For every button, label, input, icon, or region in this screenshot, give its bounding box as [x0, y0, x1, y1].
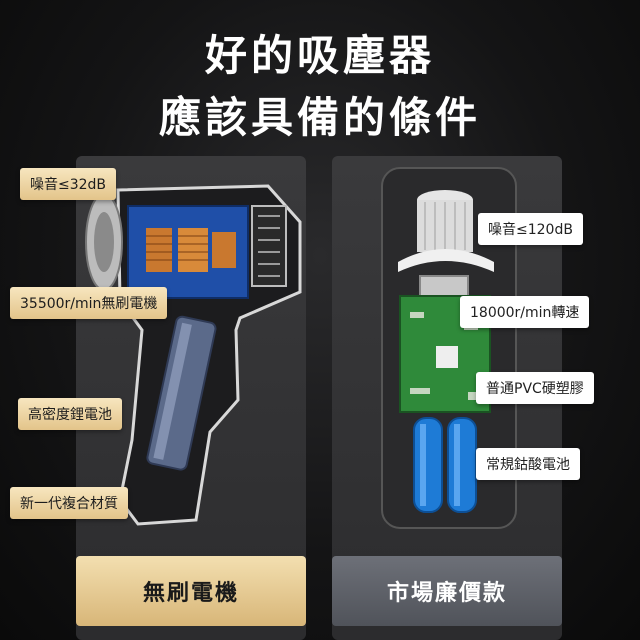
copper-coil: [146, 228, 172, 272]
lithium-battery-pack: [146, 315, 217, 471]
premium-vacuum-illustration: [85, 184, 302, 526]
left-footer-label: 無刷電機: [76, 556, 306, 626]
headline-line-1: 好的吸塵器: [204, 31, 435, 80]
right-tag-plastic: 普通PVC硬塑膠: [476, 372, 594, 404]
right-tag-noise: 噪音≤120dB: [478, 213, 583, 245]
right-footer-label: 市場廉價款: [332, 556, 562, 626]
right-tag-speed: 18000r/min轉速: [460, 296, 590, 328]
left-tag-material: 新一代複合材質: [10, 487, 128, 519]
rear-grille: [251, 205, 287, 287]
right-tag-battery: 常規鈷酸電池: [476, 448, 580, 480]
cobalt-batteries: [413, 417, 477, 513]
headline-line-2: 應該具備的條件: [158, 93, 481, 142]
impeller-blades: [398, 249, 494, 272]
copper-coil: [212, 232, 236, 268]
chip: [436, 346, 458, 368]
left-tag-motor: 35500r/min無刷電機: [10, 287, 168, 319]
left-tag-noise: 噪音≤32dB: [20, 168, 117, 200]
copper-coil: [178, 228, 208, 272]
left-tag-battery: 高密度鋰電池: [18, 398, 122, 430]
